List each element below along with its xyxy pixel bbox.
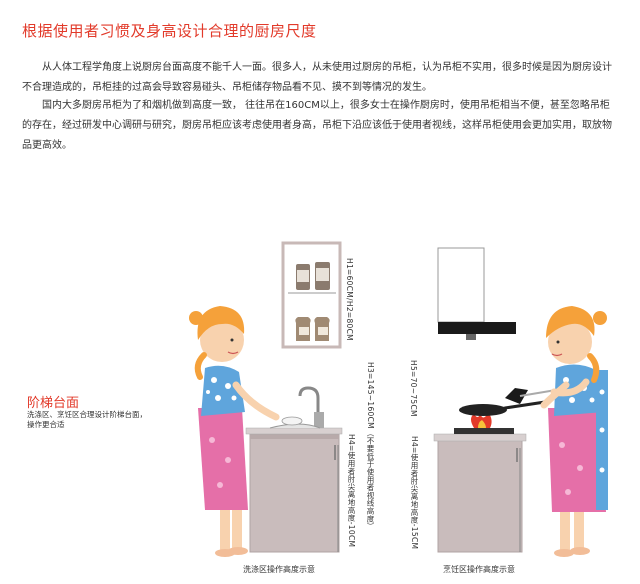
analysis-text: 国内大多厨房吊柜为了和烟机做到高度一致， 往往吊在160CM以上，很多女士在操作… [22, 100, 612, 151]
dimension-h5: H5=70~75CM [409, 360, 418, 417]
stove-base-cabinet [433, 433, 527, 553]
caption-washing: 洗涤区操作高度示意 [243, 565, 315, 574]
woman-cooking [540, 306, 608, 557]
dimension-h3: H3=145~160CM（不要低于使用者视线高度） [366, 362, 375, 531]
page-title: 根据使用者习惯及身高设计合理的厨房尺度 [22, 22, 317, 40]
dimension-h4-washing: H4=使用者肘尖离地高度-10CM [347, 434, 356, 548]
wall-cabinet [281, 241, 342, 349]
woman-washing [189, 306, 280, 557]
analysis-paragraph: 国内大多厨房吊柜为了和烟机做到高度一致， 往往吊在160CM以上，很多女士在操作… [22, 96, 618, 156]
dimension-h4-cooking: H4=使用者肘尖离地高度-15CM [410, 436, 419, 550]
stove-burner [454, 412, 514, 434]
dimension-h1-h2: H1=60CM/H2=80CM [345, 258, 354, 341]
stepped-counter-title: 阶梯台面 [27, 396, 80, 411]
caption-cooking: 烹饪区操作高度示意 [443, 565, 515, 574]
intro-text: 从人体工程学角度上说厨房台面高度不能千人一面。很多人，从未使用过厨房的吊柜，认为… [22, 62, 612, 93]
stepped-counter-desc-line1: 洗涤区、烹饪区合理设计阶梯台面， [27, 410, 147, 419]
frying-pan [459, 388, 557, 416]
sink-base-cabinet [245, 427, 343, 553]
intro-paragraph: 从人体工程学角度上说厨房台面高度不能千人一面。很多人，从未使用过厨房的吊柜，认为… [22, 58, 618, 98]
stepped-counter-desc: 洗涤区、烹饪区合理设计阶梯台面， 操作更合适 [27, 410, 157, 430]
sink-faucet [269, 386, 324, 429]
stepped-counter-desc-line2: 操作更合适 [27, 420, 65, 429]
range-hood [437, 247, 516, 340]
